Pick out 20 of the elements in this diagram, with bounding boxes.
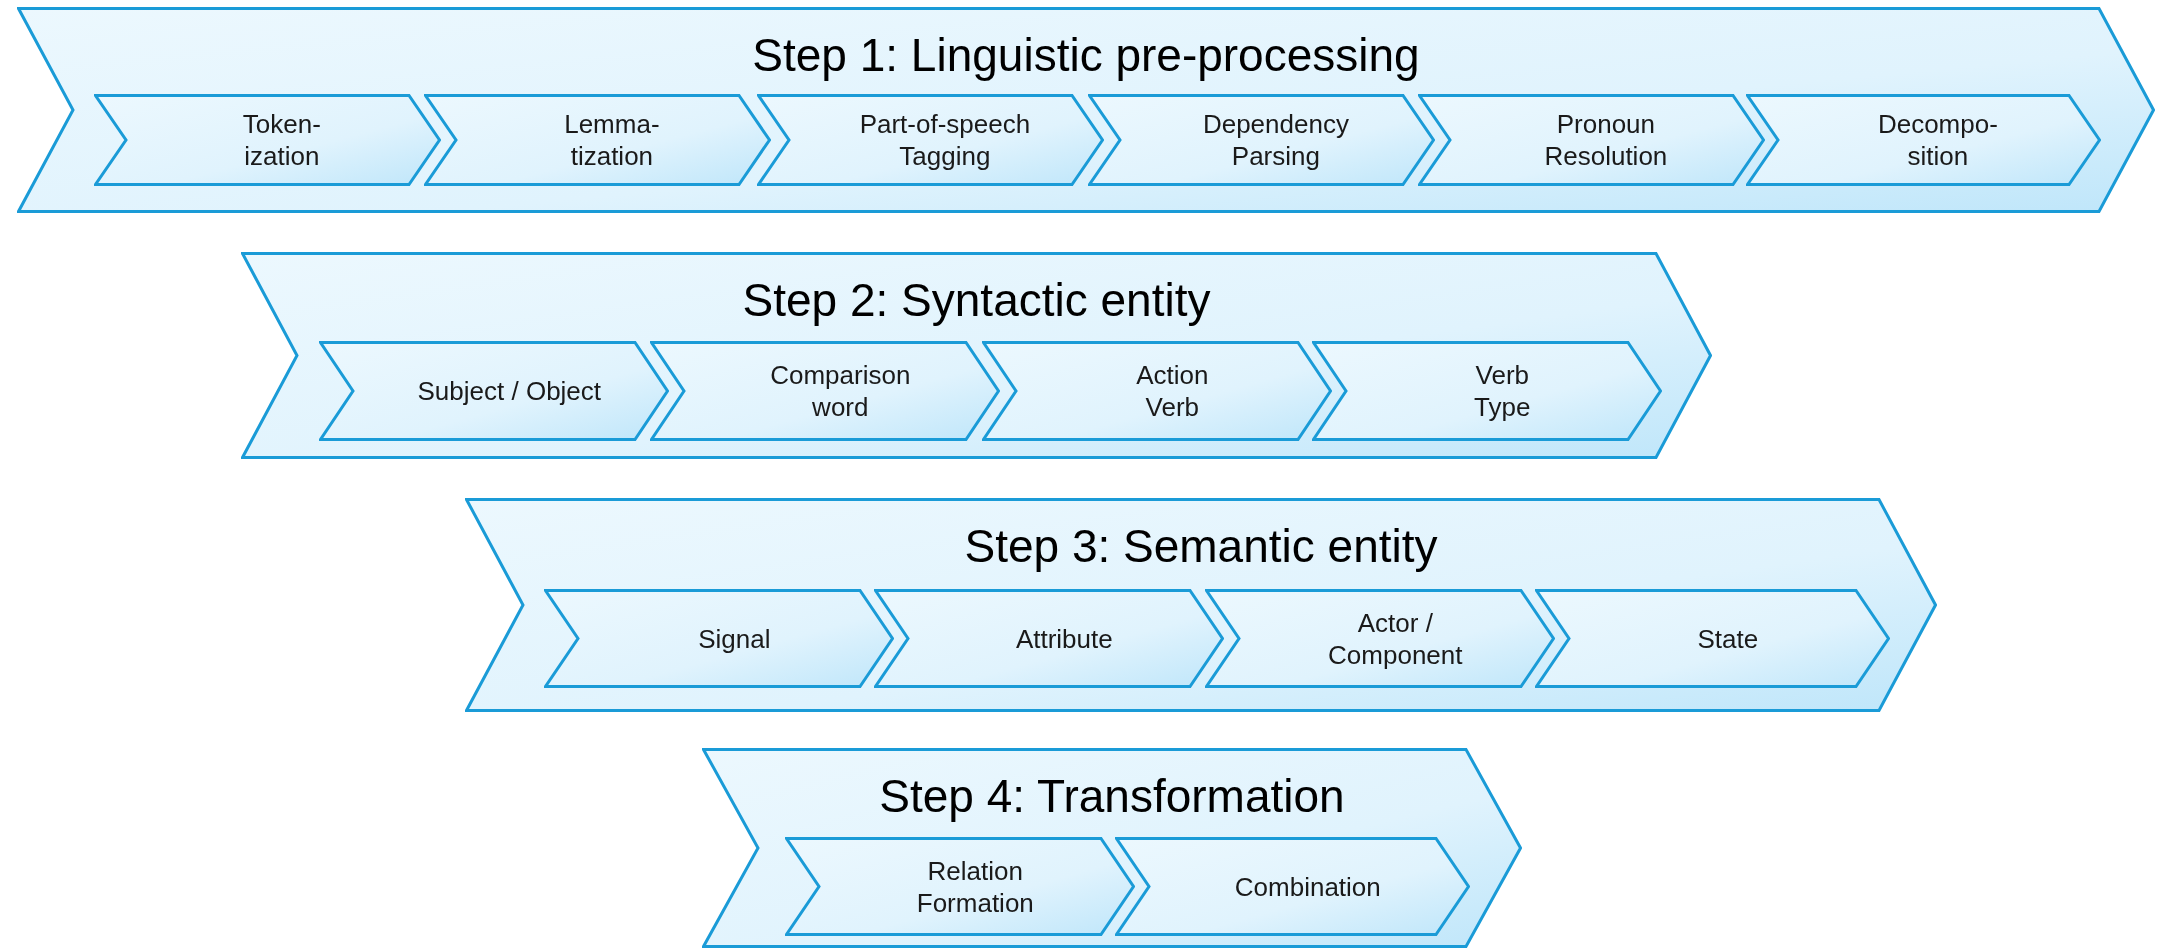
step-label: Dependency Parsing bbox=[1201, 108, 1350, 172]
step-label: Part-of-speech Tagging bbox=[858, 108, 1032, 172]
step-title: Step 2: Syntactic entity bbox=[742, 274, 1211, 326]
step-label: Comparison word bbox=[769, 359, 912, 423]
step-label: Combination bbox=[1233, 870, 1382, 903]
step-label: Signal bbox=[697, 622, 772, 655]
step-title: Step 4: Transformation bbox=[879, 770, 1345, 822]
step-label: Token- ization bbox=[241, 108, 322, 172]
step-label: Subject / Object bbox=[416, 375, 603, 407]
step-label: Decompo- sition bbox=[1876, 108, 1999, 172]
step-label: Pronoun Resolution bbox=[1543, 108, 1669, 172]
step-label: State bbox=[1696, 622, 1760, 655]
step-title: Step 1: Linguistic pre-processing bbox=[752, 29, 1420, 81]
step-label: Verb Type bbox=[1473, 359, 1532, 423]
step-label: Relation Formation bbox=[915, 854, 1035, 919]
step-label: Lemma- tization bbox=[563, 108, 661, 172]
step-title: Step 3: Semantic entity bbox=[964, 520, 1438, 572]
step-label: Actor / Component bbox=[1327, 606, 1464, 671]
step-label: Action Verb bbox=[1135, 359, 1210, 423]
step-label: Attribute bbox=[1014, 622, 1114, 655]
